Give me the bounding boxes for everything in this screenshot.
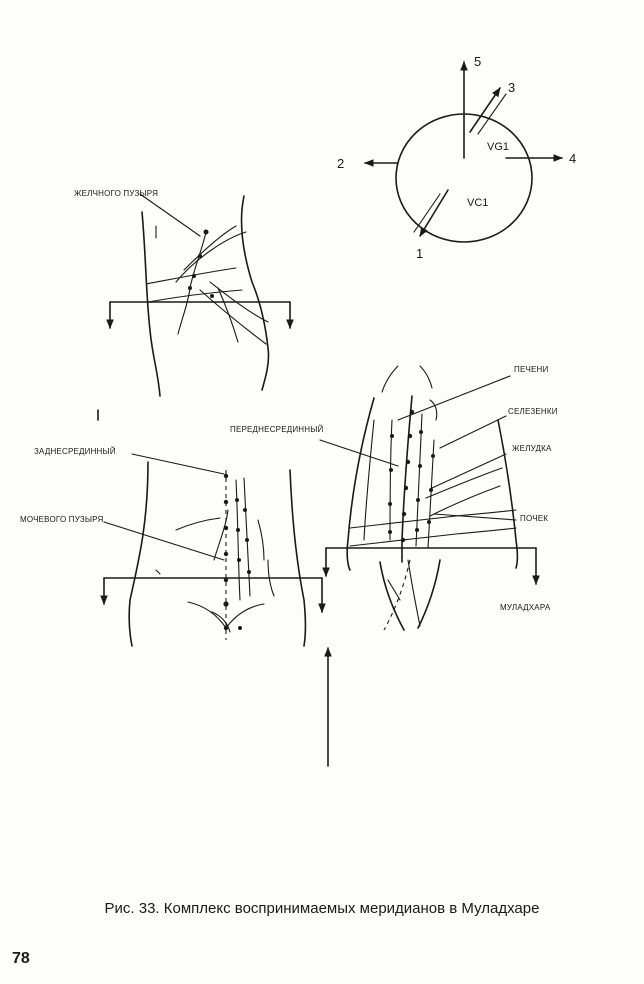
figure-caption: Рис. 33. Комплекс воспринимаемых меридиа… <box>104 900 540 917</box>
anterior-median-label: ПЕРЕДНЕСРЕДИННЫЙ <box>230 425 324 434</box>
direction-5-label: 5 <box>474 54 481 69</box>
bladder-leader-line <box>103 521 225 561</box>
gallbladder-meridian-line <box>177 231 207 335</box>
back-view-body: ЗАДНЕСРЕДИННЫЙ МОЧЕВОГО ПУЗЫРЯ <box>20 409 326 647</box>
side-view-body: ЖЕЛЧНОГО ПУЗЫРЯ <box>74 189 294 397</box>
direction-2-label: 2 <box>337 156 344 171</box>
spleen-leader-line <box>439 415 507 449</box>
spleen-label: СЕЛЕЗЕНКИ <box>508 407 558 416</box>
muladhara-label: МУЛАДХАРА <box>500 603 551 612</box>
liver-meridian-line <box>363 419 375 541</box>
direction-1-arrow <box>419 189 449 237</box>
direction-1-arrow-parallel <box>413 193 441 233</box>
side-body-left-contour <box>141 211 161 397</box>
direction-1-label: 1 <box>416 246 423 261</box>
kidney-meridian-line <box>389 419 393 541</box>
posterior-median-leader-line <box>131 453 225 475</box>
gallbladder-label: ЖЕЛЧНОГО ПУЗЫРЯ <box>74 189 158 198</box>
gallbladder-leader-line <box>139 193 201 237</box>
front-body-left-contour <box>346 397 375 571</box>
vc1-label: VC1 <box>467 197 488 209</box>
anterior-median-meridian-line <box>401 395 413 563</box>
direction-3-label: 3 <box>508 80 515 95</box>
spleen-meridian-line <box>427 439 435 549</box>
kidneys-leader-line <box>433 513 517 521</box>
orientation-circle-diagram: 5 3 2 4 1 VG1 VC1 <box>337 54 576 261</box>
front-body-right-leg <box>417 559 441 629</box>
front-body-right-contour <box>497 419 519 569</box>
direction-3-arrow-parallel <box>477 93 507 135</box>
kidneys-label: ПОЧЕК <box>520 514 548 523</box>
liver-leader-line <box>397 375 511 421</box>
stomach-leader-line <box>431 453 507 489</box>
vg1-label: VG1 <box>487 141 509 153</box>
side-body-right-contour <box>240 195 270 391</box>
bladder-meridian-line <box>235 479 241 601</box>
page-number: 78 <box>12 950 30 967</box>
posterior-median-label: ЗАДНЕСРЕДИННЫЙ <box>34 447 116 456</box>
bladder-label: МОЧЕВОГО ПУЗЫРЯ <box>20 515 104 524</box>
back-body-left-contour <box>128 461 149 647</box>
liver-label: ПЕЧЕНИ <box>514 365 549 374</box>
stomach-label: ЖЕЛУДКА <box>512 444 552 453</box>
front-body-left-leg <box>379 561 405 631</box>
direction-4-label: 4 <box>569 151 576 166</box>
anterior-median-leader-line <box>319 439 399 467</box>
back-body-right-contour <box>289 469 307 647</box>
front-view-body: ПЕЧЕНИ СЕЛЕЗЕНКИ ЖЕЛУДКА ПОЧЕК ПЕРЕДНЕСР… <box>230 365 558 631</box>
direction-3-arrow <box>469 87 501 133</box>
